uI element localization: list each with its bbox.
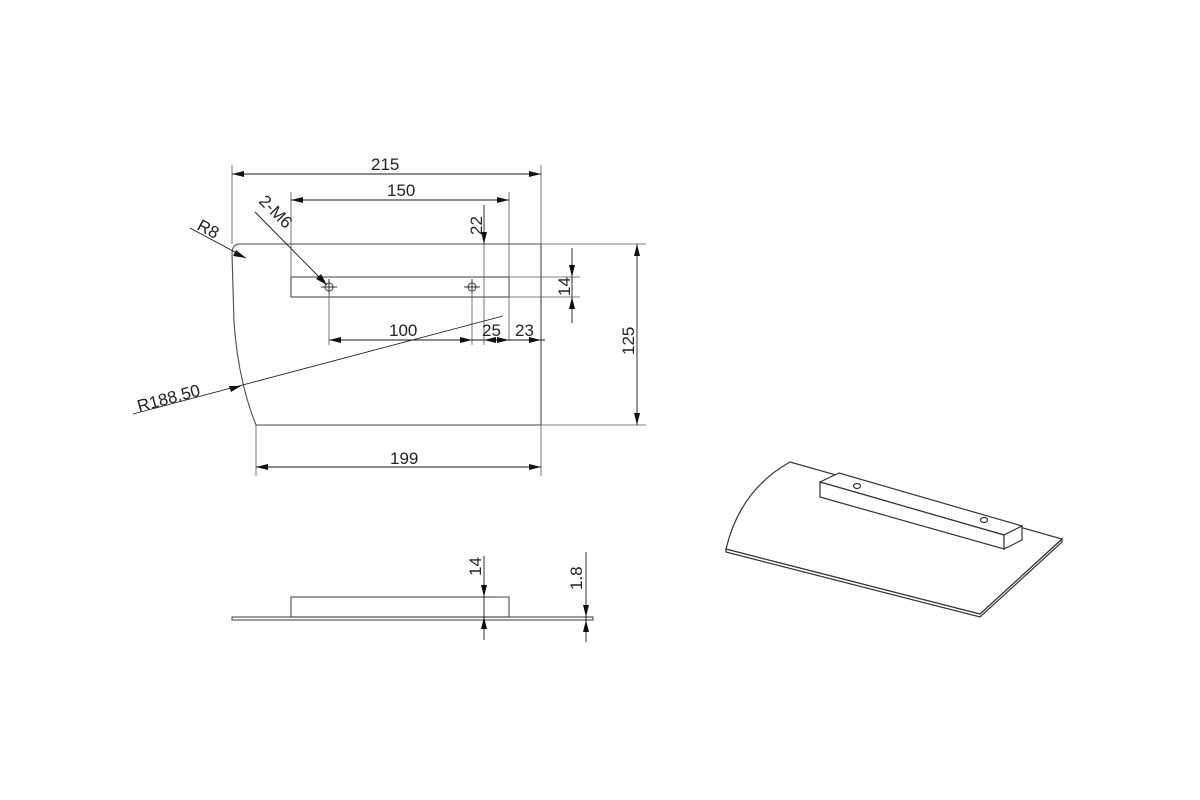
label-r188: R188.50 [135, 381, 202, 416]
side-view: 14 1.8 [231, 552, 594, 642]
dim-1-8: 1.8 [567, 552, 589, 642]
dim-14-side: 14 [466, 556, 509, 640]
label-100: 100 [389, 321, 417, 340]
label-199: 199 [390, 449, 418, 468]
iso-hole-left [852, 482, 862, 490]
label-14-top: 14 [555, 277, 574, 296]
dim-215: 215 [231, 155, 542, 244]
dim-14-top: 14 [509, 248, 580, 323]
label-125: 125 [619, 327, 638, 355]
label-1-8: 1.8 [567, 566, 586, 590]
label-r8: R8 [194, 216, 222, 243]
dim-125: 125 [541, 243, 646, 426]
dim-22: 22 [467, 205, 487, 244]
plate-outline [231, 243, 542, 426]
dim-r188: R188.50 [132, 315, 504, 416]
label-25: 25 [482, 321, 501, 340]
top-view: 215 150 22 R8 2-M6 [132, 155, 646, 476]
label-22: 22 [467, 216, 486, 235]
label-14-side: 14 [466, 557, 485, 576]
label-thread: 2-M6 [255, 191, 296, 232]
label-150: 150 [387, 181, 415, 200]
isometric-view [725, 461, 1064, 618]
label-23: 23 [515, 321, 534, 340]
dim-150: 150 [290, 181, 510, 341]
dim-r8: R8 [189, 216, 247, 259]
side-block [290, 596, 510, 618]
label-215: 215 [371, 155, 399, 174]
dim-199: 199 [255, 425, 542, 476]
iso-hole-right [979, 516, 989, 524]
dim-100-25-23: 100 25 23 [328, 244, 545, 345]
